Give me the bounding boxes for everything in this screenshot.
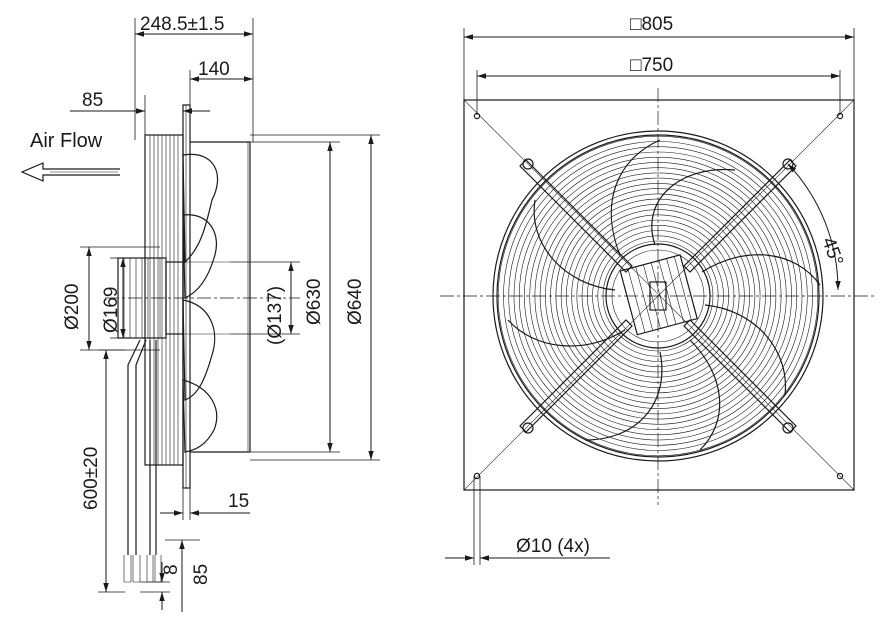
dim-dia-200: Ø200 xyxy=(62,284,83,330)
dim-square-805: □805 xyxy=(630,14,673,35)
fan-blades-front xyxy=(507,139,821,451)
air-flow-arrow xyxy=(20,162,120,182)
cables xyxy=(123,339,162,583)
dim-85: 85 xyxy=(82,90,103,111)
dim-flange-15: 15 xyxy=(228,491,249,512)
fan-blades-side xyxy=(165,153,230,453)
dim-140: 140 xyxy=(198,59,230,80)
side-view: Air Flow xyxy=(20,14,380,612)
dim-85-bottom: 85 xyxy=(191,564,212,585)
front-view: □805 □750 xyxy=(440,14,875,565)
plate-diagonals xyxy=(464,100,854,490)
dim-dia-169: Ø169 xyxy=(101,287,122,333)
fan-housing xyxy=(190,141,251,453)
dim-dia-630: Ø630 xyxy=(304,279,325,325)
angle-45-label: 45° xyxy=(817,235,847,269)
dim-square-750: □750 xyxy=(630,55,673,76)
dim-hole-dia: Ø10 (4x) xyxy=(516,536,590,557)
dim-cable-length: 600±20 xyxy=(81,447,102,510)
dim-dia-640: Ø640 xyxy=(345,279,366,325)
mounting-plate xyxy=(463,99,855,491)
angle-arc xyxy=(787,163,841,291)
dim-8: 8 xyxy=(161,564,182,575)
air-flow-label: Air Flow xyxy=(30,130,103,152)
dim-dia-137: (Ø137) xyxy=(265,286,286,345)
guard-wires xyxy=(144,134,184,466)
dim-depth-total: 248.5±1.5 xyxy=(140,14,224,35)
